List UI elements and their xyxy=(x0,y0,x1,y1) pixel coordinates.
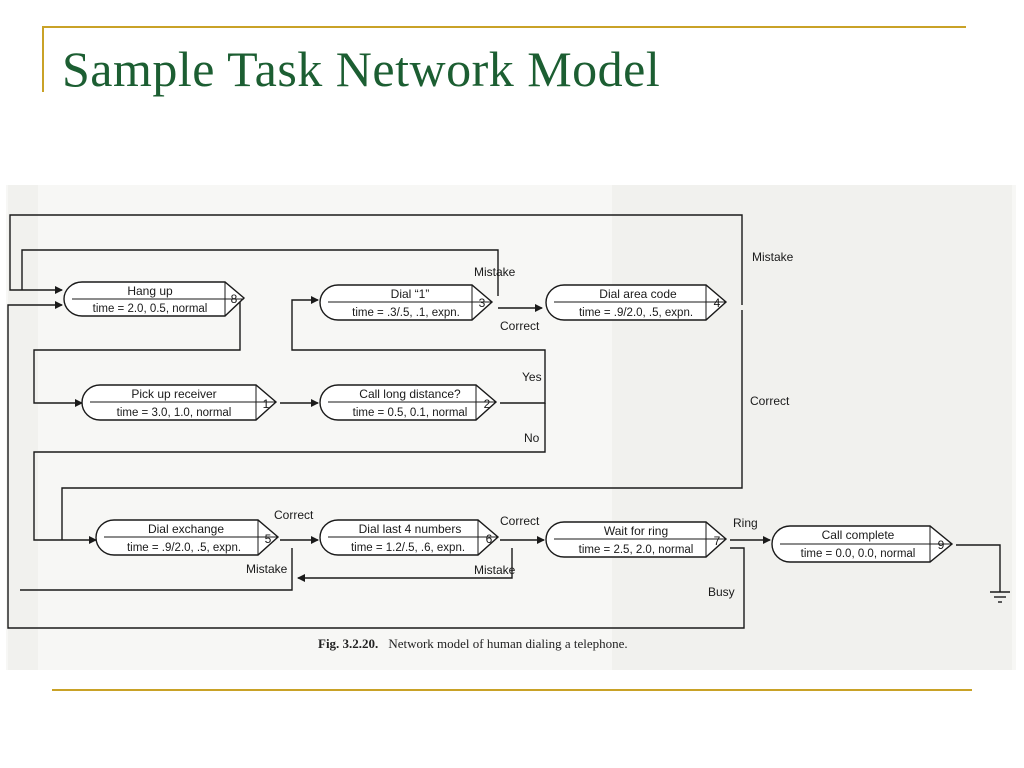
node-1-label: Pick up receiver xyxy=(131,387,216,401)
edge-9-to-ground xyxy=(956,544,1001,592)
node-dial-exchange: Dial exchange time = .9/2.0, .5, expn. 5 xyxy=(95,519,280,556)
ground-icon xyxy=(990,591,1010,603)
figure-number: Fig. 3.2.20. xyxy=(318,636,379,651)
node-call-complete: Call complete time = 0.0, 0.0, normal 9 xyxy=(771,525,954,563)
edge-label-correct-6: Correct xyxy=(500,514,540,528)
edge-label-correct-3: Correct xyxy=(500,319,540,333)
node-pick-up-receiver: Pick up receiver time = 3.0, 1.0, normal… xyxy=(81,384,278,421)
node-1-id: 1 xyxy=(263,397,270,411)
node-7-label: Wait for ring xyxy=(604,524,668,538)
node-9-label: Call complete xyxy=(822,528,895,542)
node-3-id: 3 xyxy=(479,296,486,310)
title-accent-bar xyxy=(42,28,44,92)
figure-caption: Fig. 3.2.20. Network model of human diali… xyxy=(318,636,628,652)
node-dial-last-4-numbers: Dial last 4 numbers time = 1.2/.5, .6, e… xyxy=(319,519,500,556)
node-8-time: time = 2.0, 0.5, normal xyxy=(93,303,208,315)
edge-label-busy: Busy xyxy=(708,585,735,599)
node-6-label: Dial last 4 numbers xyxy=(359,522,462,536)
node-2-label: Call long distance? xyxy=(359,387,461,401)
edge-label-mistake-5: Mistake xyxy=(246,562,288,576)
title-top-rule xyxy=(42,26,966,28)
edge-mistake-6-to-5 xyxy=(297,548,513,582)
edge-label-correct-5: Correct xyxy=(274,508,314,522)
node-5-time: time = .9/2.0, .5, expn. xyxy=(127,542,241,554)
node-dial-1: Dial “1” time = .3/.5, .1, expn. 3 xyxy=(319,284,494,321)
edge-label-no: No xyxy=(524,431,540,445)
node-2-id: 2 xyxy=(484,397,491,411)
edge-label-mistake-6: Mistake xyxy=(474,563,516,577)
node-2-time: time = 0.5, 0.1, normal xyxy=(353,407,468,419)
edge-correct-4-to-5 xyxy=(61,310,743,540)
figure-caption-text: Network model of human dialing a telepho… xyxy=(388,636,628,651)
node-9-id: 9 xyxy=(938,538,945,552)
node-4-label: Dial area code xyxy=(599,287,677,301)
edge-label-yes: Yes xyxy=(522,370,542,384)
node-5-id: 5 xyxy=(265,532,272,546)
scan-texture-right xyxy=(612,185,1012,670)
node-7-id: 7 xyxy=(714,534,721,548)
node-4-id: 4 xyxy=(714,296,721,310)
node-hang-up: Hang up time = 2.0, 0.5, normal 8 xyxy=(63,281,246,317)
node-wait-for-ring: Wait for ring time = 2.5, 2.0, normal 7 xyxy=(545,521,728,558)
node-3-label: Dial “1” xyxy=(391,287,430,301)
node-6-time: time = 1.2/.5, .6, expn. xyxy=(351,542,465,554)
edge-label-ring: Ring xyxy=(733,516,758,530)
edge-mistake-5-to-8 xyxy=(20,548,293,591)
edge-8-to-1 xyxy=(33,300,241,407)
node-5-label: Dial exchange xyxy=(148,522,224,536)
connector-lines xyxy=(7,214,1001,629)
edge-label-mistake-3: Mistake xyxy=(474,265,516,279)
edge-no-2-to-5 xyxy=(33,403,546,544)
footer-rule xyxy=(52,689,972,691)
node-3-time: time = .3/.5, .1, expn. xyxy=(352,307,460,319)
task-nodes: Hang up time = 2.0, 0.5, normal 8 Dial “… xyxy=(63,281,954,563)
edge-mistake-4-to-8 xyxy=(9,214,743,305)
node-1-time: time = 3.0, 1.0, normal xyxy=(117,407,232,419)
edge-label-mistake-top: Mistake xyxy=(752,250,794,264)
edge-labels: Mistake Mistake Correct Yes No Correct C… xyxy=(246,250,794,599)
edge-mistake-3-to-8 xyxy=(21,249,499,296)
node-dial-area-code: Dial area code time = .9/2.0, .5, expn. … xyxy=(545,284,728,321)
scan-texture-left xyxy=(8,185,38,670)
node-6-id: 6 xyxy=(486,532,493,546)
node-9-time: time = 0.0, 0.0, normal xyxy=(801,548,916,560)
slide-title: Sample Task Network Model xyxy=(62,41,661,97)
node-8-label: Hang up xyxy=(127,284,173,298)
node-call-long-distance: Call long distance? time = 0.5, 0.1, nor… xyxy=(319,384,498,421)
edge-label-correct-4: Correct xyxy=(750,394,790,408)
node-4-time: time = .9/2.0, .5, expn. xyxy=(579,307,693,319)
node-8-id: 8 xyxy=(231,292,238,306)
edge-busy-7-to-8 xyxy=(7,301,745,629)
node-7-time: time = 2.5, 2.0, normal xyxy=(579,544,694,556)
edge-yes-2-to-3 xyxy=(291,296,546,404)
